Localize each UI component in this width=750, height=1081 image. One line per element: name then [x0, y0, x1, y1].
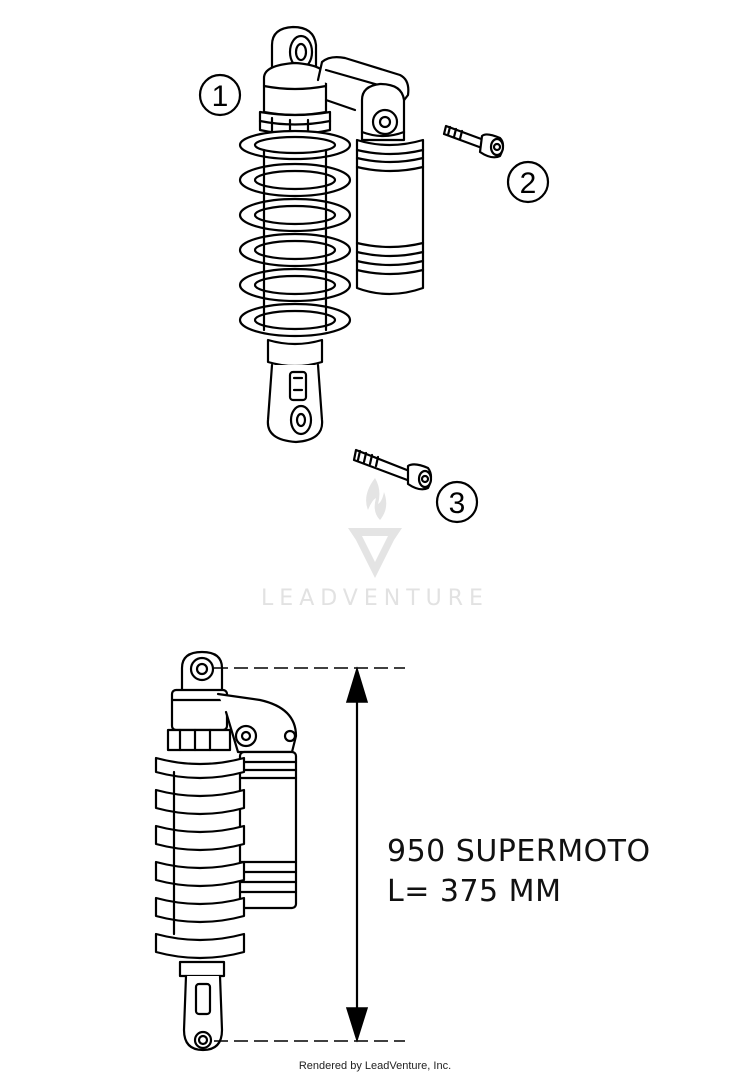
footer-credit: Rendered by LeadVenture, Inc.	[298, 1060, 452, 1072]
shock-absorber-assembled	[154, 650, 298, 1052]
bolt-2	[442, 124, 505, 159]
spec-length: L= 375 MM	[387, 874, 562, 909]
dimension-arrow-top	[345, 666, 369, 703]
callout-1-label: 1	[212, 80, 229, 113]
callout-2-label: 2	[520, 167, 537, 200]
callout-3-circle	[435, 480, 479, 524]
length-dimension	[214, 666, 405, 1043]
shock-absorber-exploded	[238, 25, 425, 444]
bolt-3	[352, 448, 433, 491]
watermark-text: LEADVENTURE	[261, 586, 489, 611]
leadventure-logo-icon	[348, 478, 402, 578]
dimension-arrow-bottom	[345, 1007, 369, 1043]
callout-1-circle	[198, 73, 242, 117]
callout-2-circle	[506, 160, 550, 204]
callout-3-label: 3	[449, 487, 466, 520]
spec-model: 950 SUPERMOTO	[387, 834, 651, 869]
